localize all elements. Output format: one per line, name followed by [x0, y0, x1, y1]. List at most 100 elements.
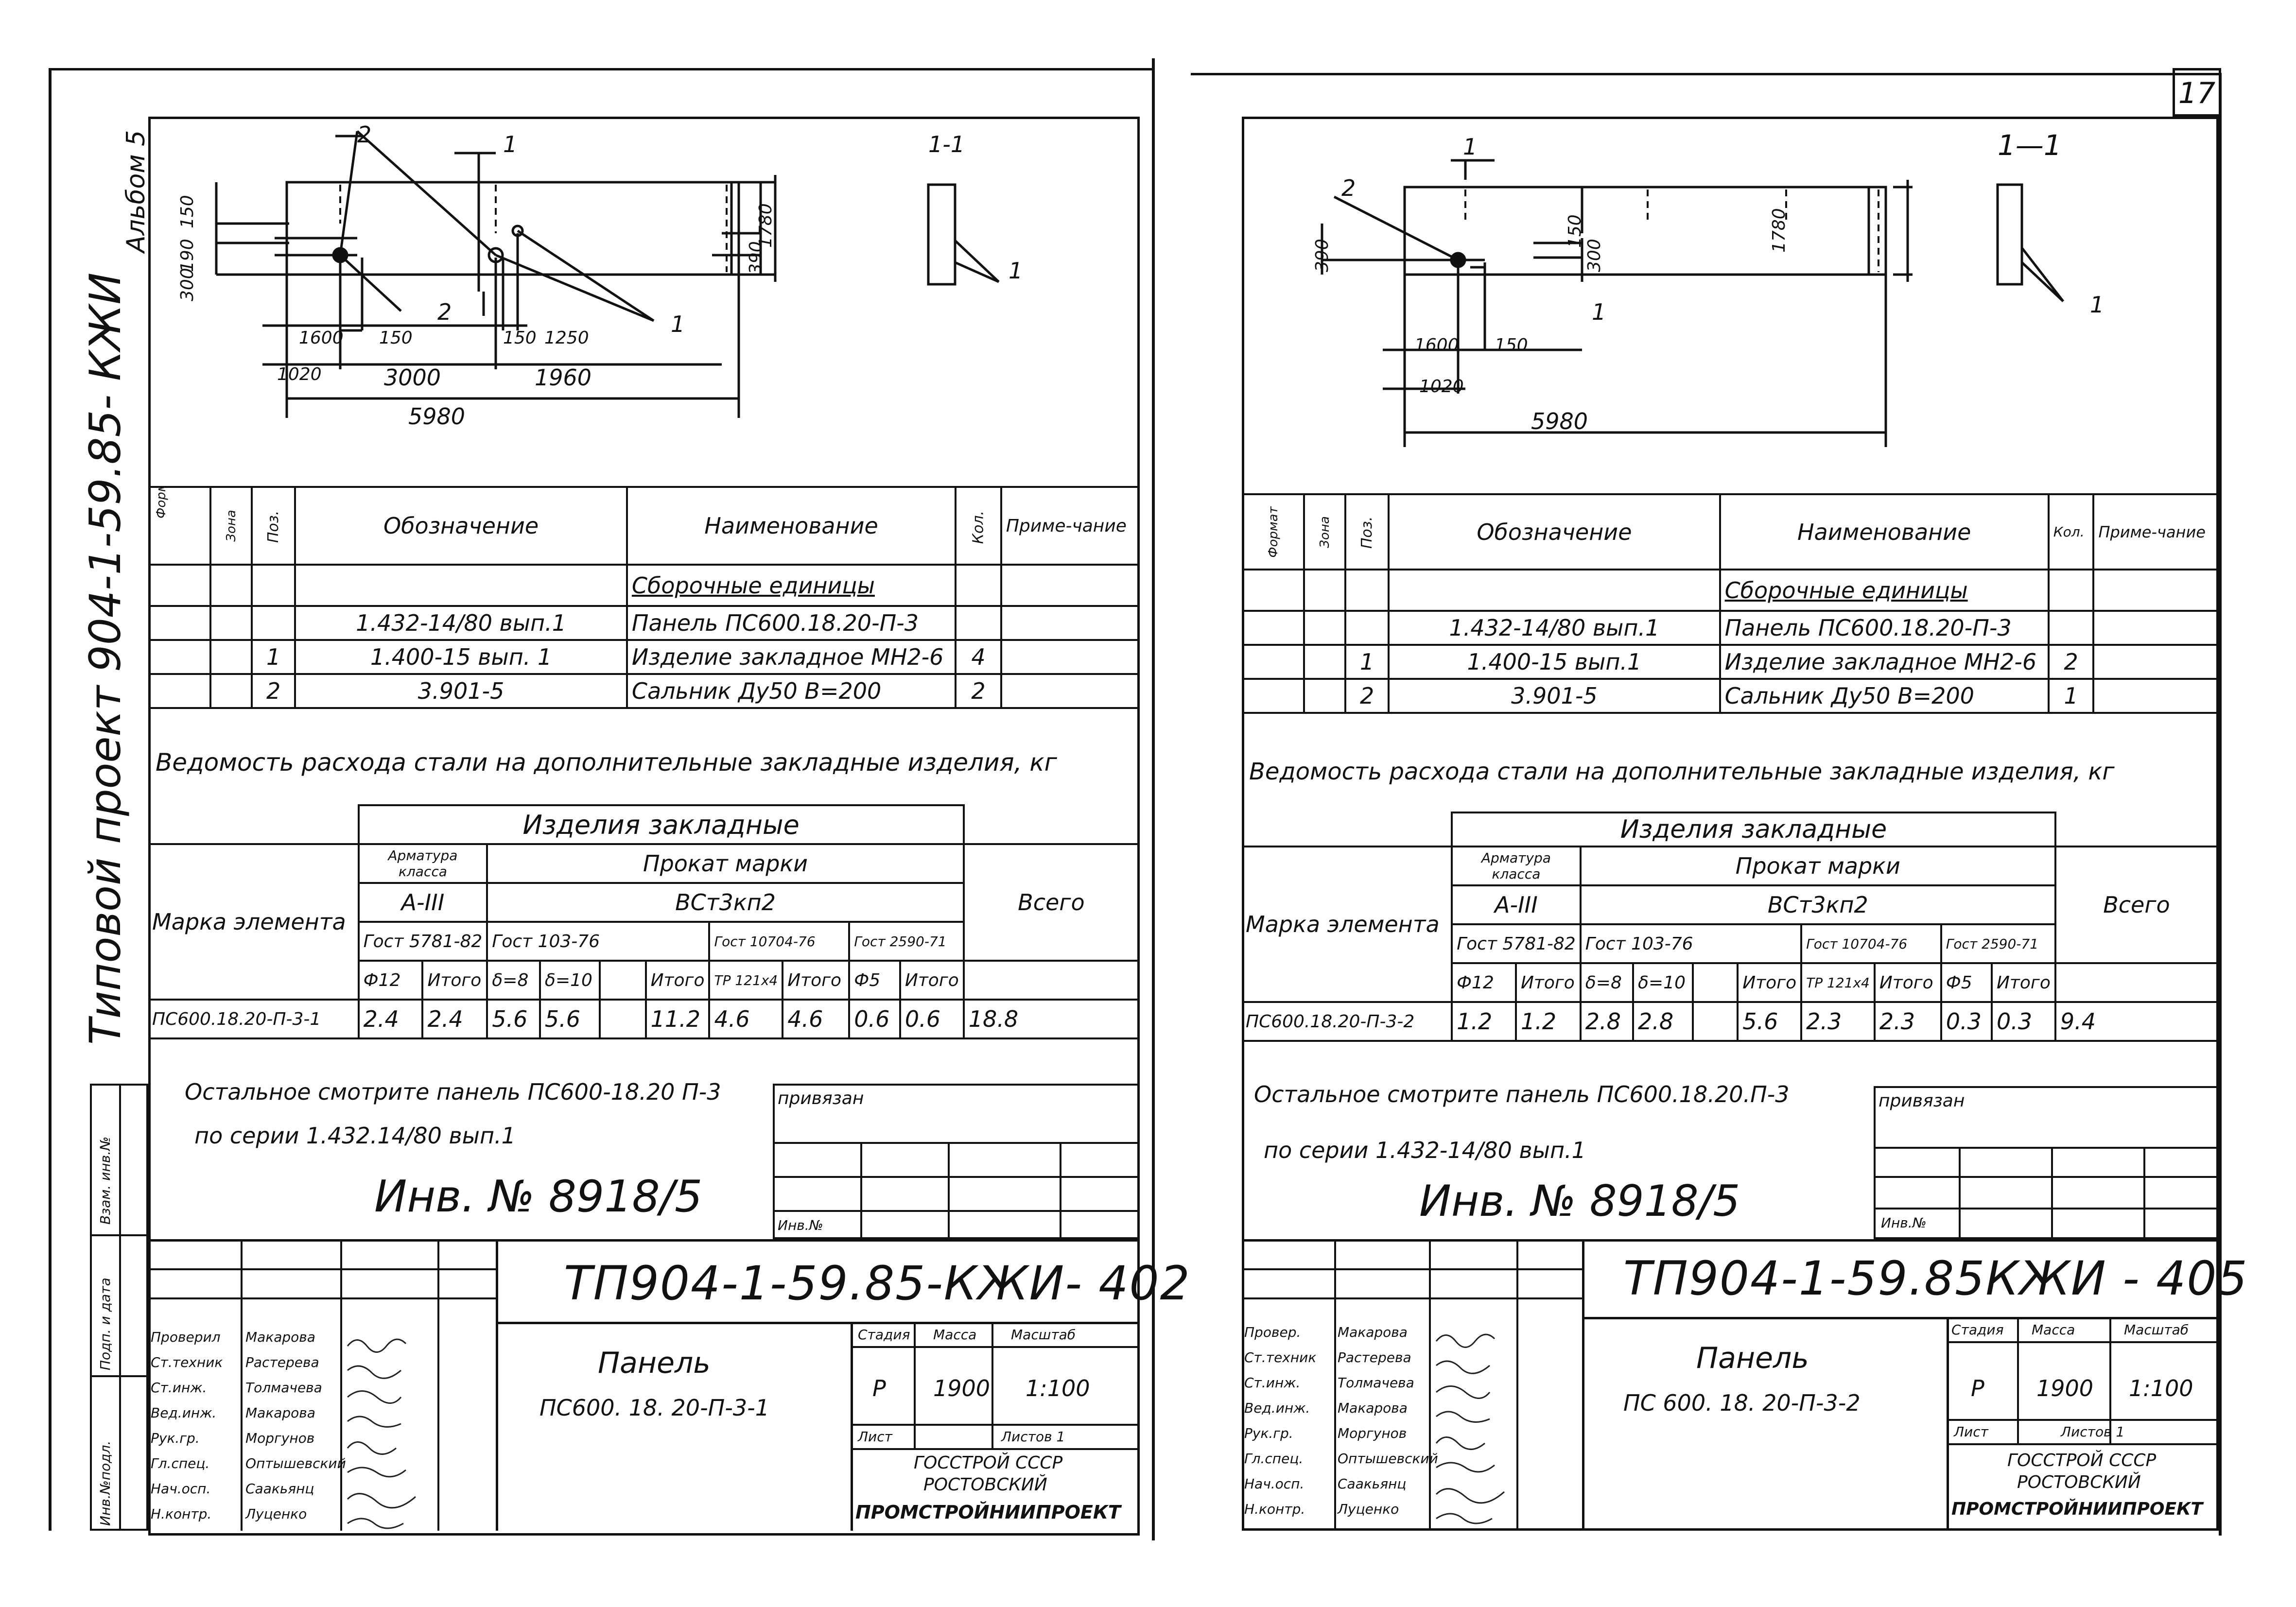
- section-label: 1-1: [928, 131, 965, 157]
- spec-row: 1 1.400-15 вып. 1 Изделие закладное МН2-…: [148, 639, 1140, 675]
- steel-h-itogo1: Итого: [1514, 962, 1582, 1003]
- steel-h-phi5: Ф5: [1940, 962, 1993, 1003]
- panel-drawing-left: [215, 130, 1000, 418]
- center-fold-line: [1152, 58, 1155, 1540]
- dim-150-top: 150: [177, 195, 197, 228]
- spec-h-name: Наименование: [1719, 493, 2050, 570]
- org2-right: РОСТОВСКИЙ: [2017, 1472, 2141, 1492]
- staff-row: Ст.техник: [1244, 1349, 1317, 1365]
- spec-row: 1 1.400-15 вып.1 Изделие закладное МН2-6…: [1242, 644, 2219, 680]
- steel-h-d10: δ=10: [1632, 962, 1694, 1003]
- spec-h-note: Приме-чание: [1000, 486, 1140, 566]
- callout-2-right: 2: [1341, 175, 1356, 201]
- mass-h-left: Масса: [933, 1327, 977, 1343]
- steel-h-rebar: Арматура класса: [357, 843, 488, 884]
- scale-right: 1:100: [2129, 1375, 2193, 1401]
- dim-150-b: 150: [503, 328, 537, 348]
- inv-label-1: Подп. и дата: [97, 1278, 113, 1370]
- mass-h-right: Масса: [2032, 1322, 2075, 1338]
- steel-h-gost1: Гост 5781-82: [357, 921, 488, 962]
- steel-table-left: Изделия закладные Марка элемента Арматур…: [148, 804, 1140, 1039]
- mass-right: 1900: [2036, 1375, 2094, 1401]
- org2-left: РОСТОВСКИЙ: [923, 1475, 1047, 1495]
- section-callout-1b: 1: [1009, 258, 1023, 284]
- spec-h-name: Наименование: [626, 486, 957, 566]
- steel-h-gost1: Гост 5781-82: [1451, 923, 1582, 964]
- steel-h-phi12: Ф12: [1451, 962, 1517, 1003]
- dim-1600-right: 1600: [1414, 335, 1459, 355]
- dim-300-right: 300: [1584, 239, 1604, 272]
- callout-2-bottom: 2: [437, 299, 452, 325]
- stage-h-left: Стадия: [858, 1327, 910, 1343]
- steel-h-items: Изделия закладные: [1451, 812, 2056, 847]
- dim-1780: 1780: [756, 203, 776, 248]
- scale-h-left: Масштаб: [1011, 1327, 1076, 1343]
- staff-row: Н.контр.: [151, 1506, 212, 1522]
- title-name-right: Панель: [1696, 1341, 1809, 1375]
- callout-2-top: 2: [357, 121, 372, 148]
- steel-h-phi12: Ф12: [357, 960, 424, 1001]
- steel-row: ПС600.18.20-П-3-1 2.4 2.4 5.6 5.6 11.2 4…: [148, 999, 1140, 1039]
- steel-h-d10: δ=10: [539, 960, 601, 1001]
- dim-3000: 3000: [384, 364, 441, 391]
- note-line1-left: Остальное смотрите панель ПС600-18.20 П-…: [185, 1079, 721, 1105]
- callout-1: 1: [671, 311, 685, 337]
- steel-h-a3: А-III: [1451, 884, 1582, 925]
- spec-h-qty: Кол.: [2047, 493, 2095, 570]
- callout-1-right: 1: [1592, 299, 1606, 325]
- org3-left: ПРОМСТРОЙНИИПРОЕКТ: [855, 1502, 1121, 1523]
- spec-row: 1.432-14/80 вып.1 Панель ПС600.18.20-П-3: [1242, 610, 2219, 646]
- steel-row: ПС600.18.20-П-3-2 1.2 1.2 2.8 2.8 5.6 2.…: [1242, 1001, 2219, 1042]
- staff-row: Гл.спец.: [151, 1455, 210, 1471]
- staff-row: Вед.инж.: [151, 1405, 217, 1421]
- staff-list-left: Проверил Ст.техник Ст.инж. Вед.инж. Рук.…: [151, 1329, 340, 1531]
- stage-left: Р: [872, 1375, 886, 1401]
- privyazan-left: привязан: [778, 1089, 864, 1108]
- steel-h-vst: ВСт3кп2: [1579, 884, 2056, 925]
- top-edge-left: [49, 68, 1152, 70]
- dim-1250: 1250: [544, 328, 589, 348]
- spec-h-qty: Кол.: [970, 510, 987, 544]
- staff-row: Рук.гр.: [151, 1430, 200, 1446]
- inv-short-left: Инв.№: [778, 1217, 823, 1233]
- steel-h-a3: А-III: [357, 882, 488, 923]
- staff-row: Ст.инж.: [151, 1380, 207, 1396]
- section-label-right: 1—1: [1998, 129, 2062, 162]
- org3-right: ПРОМСТРОЙНИИПРОЕКТ: [1951, 1499, 2203, 1519]
- staff-row: Ст.техник: [151, 1354, 223, 1370]
- spec-h-format: Формат: [1266, 506, 1281, 558]
- stage-h-right: Стадия: [1951, 1322, 2004, 1338]
- staff-list-right: Провер. Ст.техник Ст.инж. Вед.инж. Рук.г…: [1244, 1324, 1337, 1526]
- steel-h-tr: ТР 121х4: [708, 960, 784, 1001]
- staff-row: Проверил: [151, 1329, 221, 1345]
- scale-h-right: Масштаб: [2124, 1322, 2189, 1338]
- steel-h-itogo3: Итого: [1873, 962, 1942, 1003]
- steel-h-itogo2: Итого: [644, 960, 711, 1001]
- privyazan-box-right: [1874, 1086, 2219, 1239]
- dim-total: 5980: [408, 403, 466, 430]
- steel-h-gost2: Гост 103-76: [1579, 923, 1803, 964]
- steel-h-itogo1: Итого: [421, 960, 488, 1001]
- dim-1780-right: 1780: [1769, 208, 1789, 253]
- steel-h-total: Всего: [2054, 846, 2219, 964]
- spec-table-left: Формат Зона Поз. Обозначение Наименовани…: [148, 486, 1140, 709]
- steel-h-phi5: Ф5: [848, 960, 901, 1001]
- staff-row: Провер.: [1244, 1324, 1301, 1340]
- staff-row: Рук.гр.: [1244, 1425, 1293, 1441]
- scale-left: 1:100: [1026, 1375, 1090, 1401]
- panel-drawing-right: [1321, 159, 2064, 447]
- spec-row: 2 3.901-5 Сальник Ду50 В=200 1: [1242, 678, 2219, 714]
- note-line2-left: по серии 1.432.14/80 вып.1: [194, 1123, 516, 1149]
- steel-h-mark: Марка элемента: [1242, 846, 1453, 1003]
- top-edge-right: [1191, 73, 2221, 75]
- spec-h-designation: Обозначение: [1388, 493, 1721, 570]
- steel-h-itogo4: Итого: [899, 960, 965, 1001]
- dim-390-right: 390: [1312, 239, 1332, 272]
- spec-row: 2 3.901-5 Сальник Ду50 В=200 2: [148, 673, 1140, 709]
- steel-title-right: Ведомость расхода стали на дополнительны…: [1249, 758, 2115, 785]
- steel-h-d8: δ=8: [1579, 962, 1635, 1003]
- sheet-h-left: Лист: [858, 1429, 892, 1445]
- dim-150-right: 150: [1565, 214, 1585, 248]
- sheets-h-right: Листов 1: [2061, 1424, 2125, 1440]
- steel-h-mark: Марка элемента: [148, 843, 360, 1001]
